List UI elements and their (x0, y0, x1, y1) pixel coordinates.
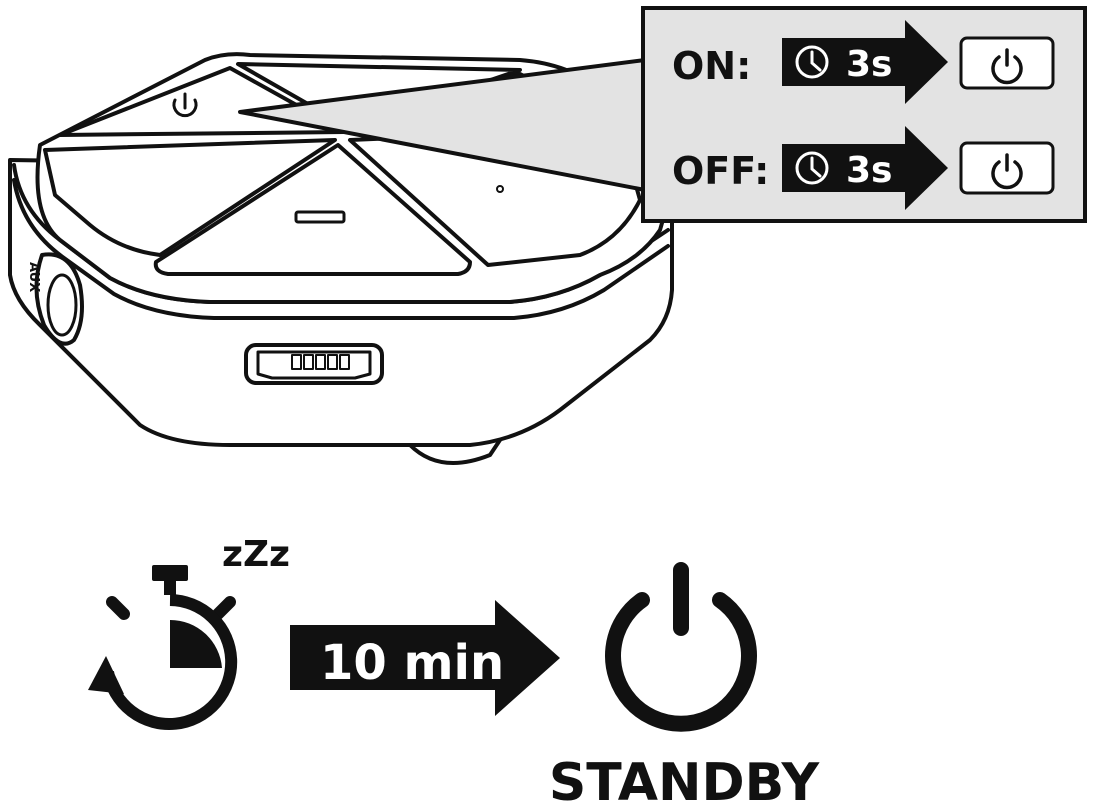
bluetooth-receiver-device (8, 52, 682, 465)
off-hold-arrow (782, 126, 948, 210)
timer-arrow (290, 600, 560, 716)
aux-port-label: AUX (26, 262, 41, 292)
standby-label: STANDBY (549, 753, 821, 812)
on-duration: 3s (846, 44, 892, 85)
on-clock-icon (795, 45, 829, 79)
off-duration: 3s (846, 150, 892, 191)
on-label: ON: (672, 44, 751, 88)
micro-usb-pins (291, 354, 350, 370)
timer-text: 10 min (320, 635, 504, 691)
minus-icon (294, 210, 346, 224)
off-label: OFF: (672, 149, 769, 193)
on-power-icon (991, 48, 1023, 85)
standby-power-icon (605, 562, 757, 732)
on-hold-arrow (782, 20, 948, 104)
callout-panel: ON: 3s OFF: 3s (238, 6, 1087, 223)
stopwatch-icon (88, 565, 238, 730)
off-power-icon (991, 153, 1023, 190)
top-button-left (43, 138, 337, 257)
device-rim-lower (12, 178, 670, 320)
aux-jack-hole (46, 273, 78, 337)
device-power-icon (172, 92, 198, 118)
standby-sequence: zZz 10 min STANDBY (88, 534, 820, 812)
led-dot (496, 185, 504, 193)
off-clock-icon (795, 151, 829, 185)
top-button-volume-down (153, 143, 472, 276)
sleep-text: zZz (222, 534, 290, 575)
